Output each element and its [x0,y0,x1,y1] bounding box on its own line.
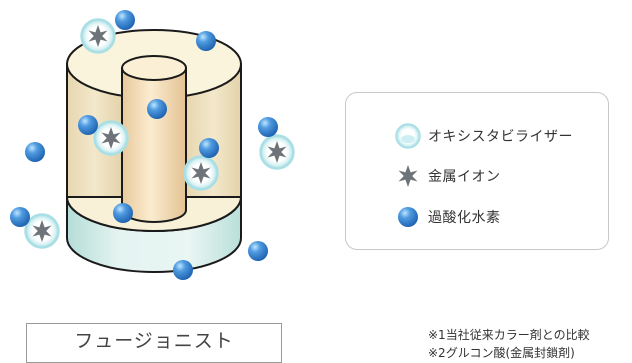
oxystabilizer-icon [259,134,295,170]
hydrogen-peroxide-icon [113,203,133,223]
footnote-1: ※1当社従来カラー剤との比較 [428,328,590,342]
hydrogen-peroxide-icon [196,31,216,51]
hydrogen-peroxide-icon [398,207,418,227]
oxystabilizer-icon [24,213,60,249]
hydrogen-peroxide-icon [173,260,193,280]
legend-item-metal-ion: 金属イオン [394,162,501,190]
hydrogen-peroxide-icon [25,142,45,162]
metal-ion-icon [398,165,418,187]
hydrogen-peroxide-icon [258,117,278,137]
hydrogen-peroxide-icon [10,207,30,227]
oxystabilizer-icon [183,155,219,191]
footnotes: ※1当社従来カラー剤との比較 ※2グルコン酸(金属封鎖剤) [428,326,590,362]
oxystabilizer-icon [80,18,116,54]
footnote-2: ※2グルコン酸(金属封鎖剤) [428,346,575,360]
hydrogen-peroxide-icon [248,241,268,261]
legend-panel: オキシスタビライザー 金属イオン 過酸化水素 [345,92,609,250]
hydrogen-peroxide-icon [115,10,135,30]
legend-item-hydrogen-peroxide: 過酸化水素 [394,203,501,231]
hydrogen-peroxide-icon [199,138,219,158]
fusion-diagram [10,10,295,280]
hydrogen-peroxide-icon [78,115,98,135]
inner-cylinder [121,55,187,223]
hydrogen-peroxide-icon [147,99,167,119]
legend-label: 金属イオン [428,169,501,185]
oxystabilizer-icon [93,120,129,156]
legend-label: オキシスタビライザー [428,129,573,145]
oxystabilizer-icon [395,123,421,149]
product-label: フュージョニスト [26,323,282,363]
legend-item-oxystabilizer: オキシスタビライザー [394,122,573,150]
legend-label: 過酸化水素 [428,210,501,226]
